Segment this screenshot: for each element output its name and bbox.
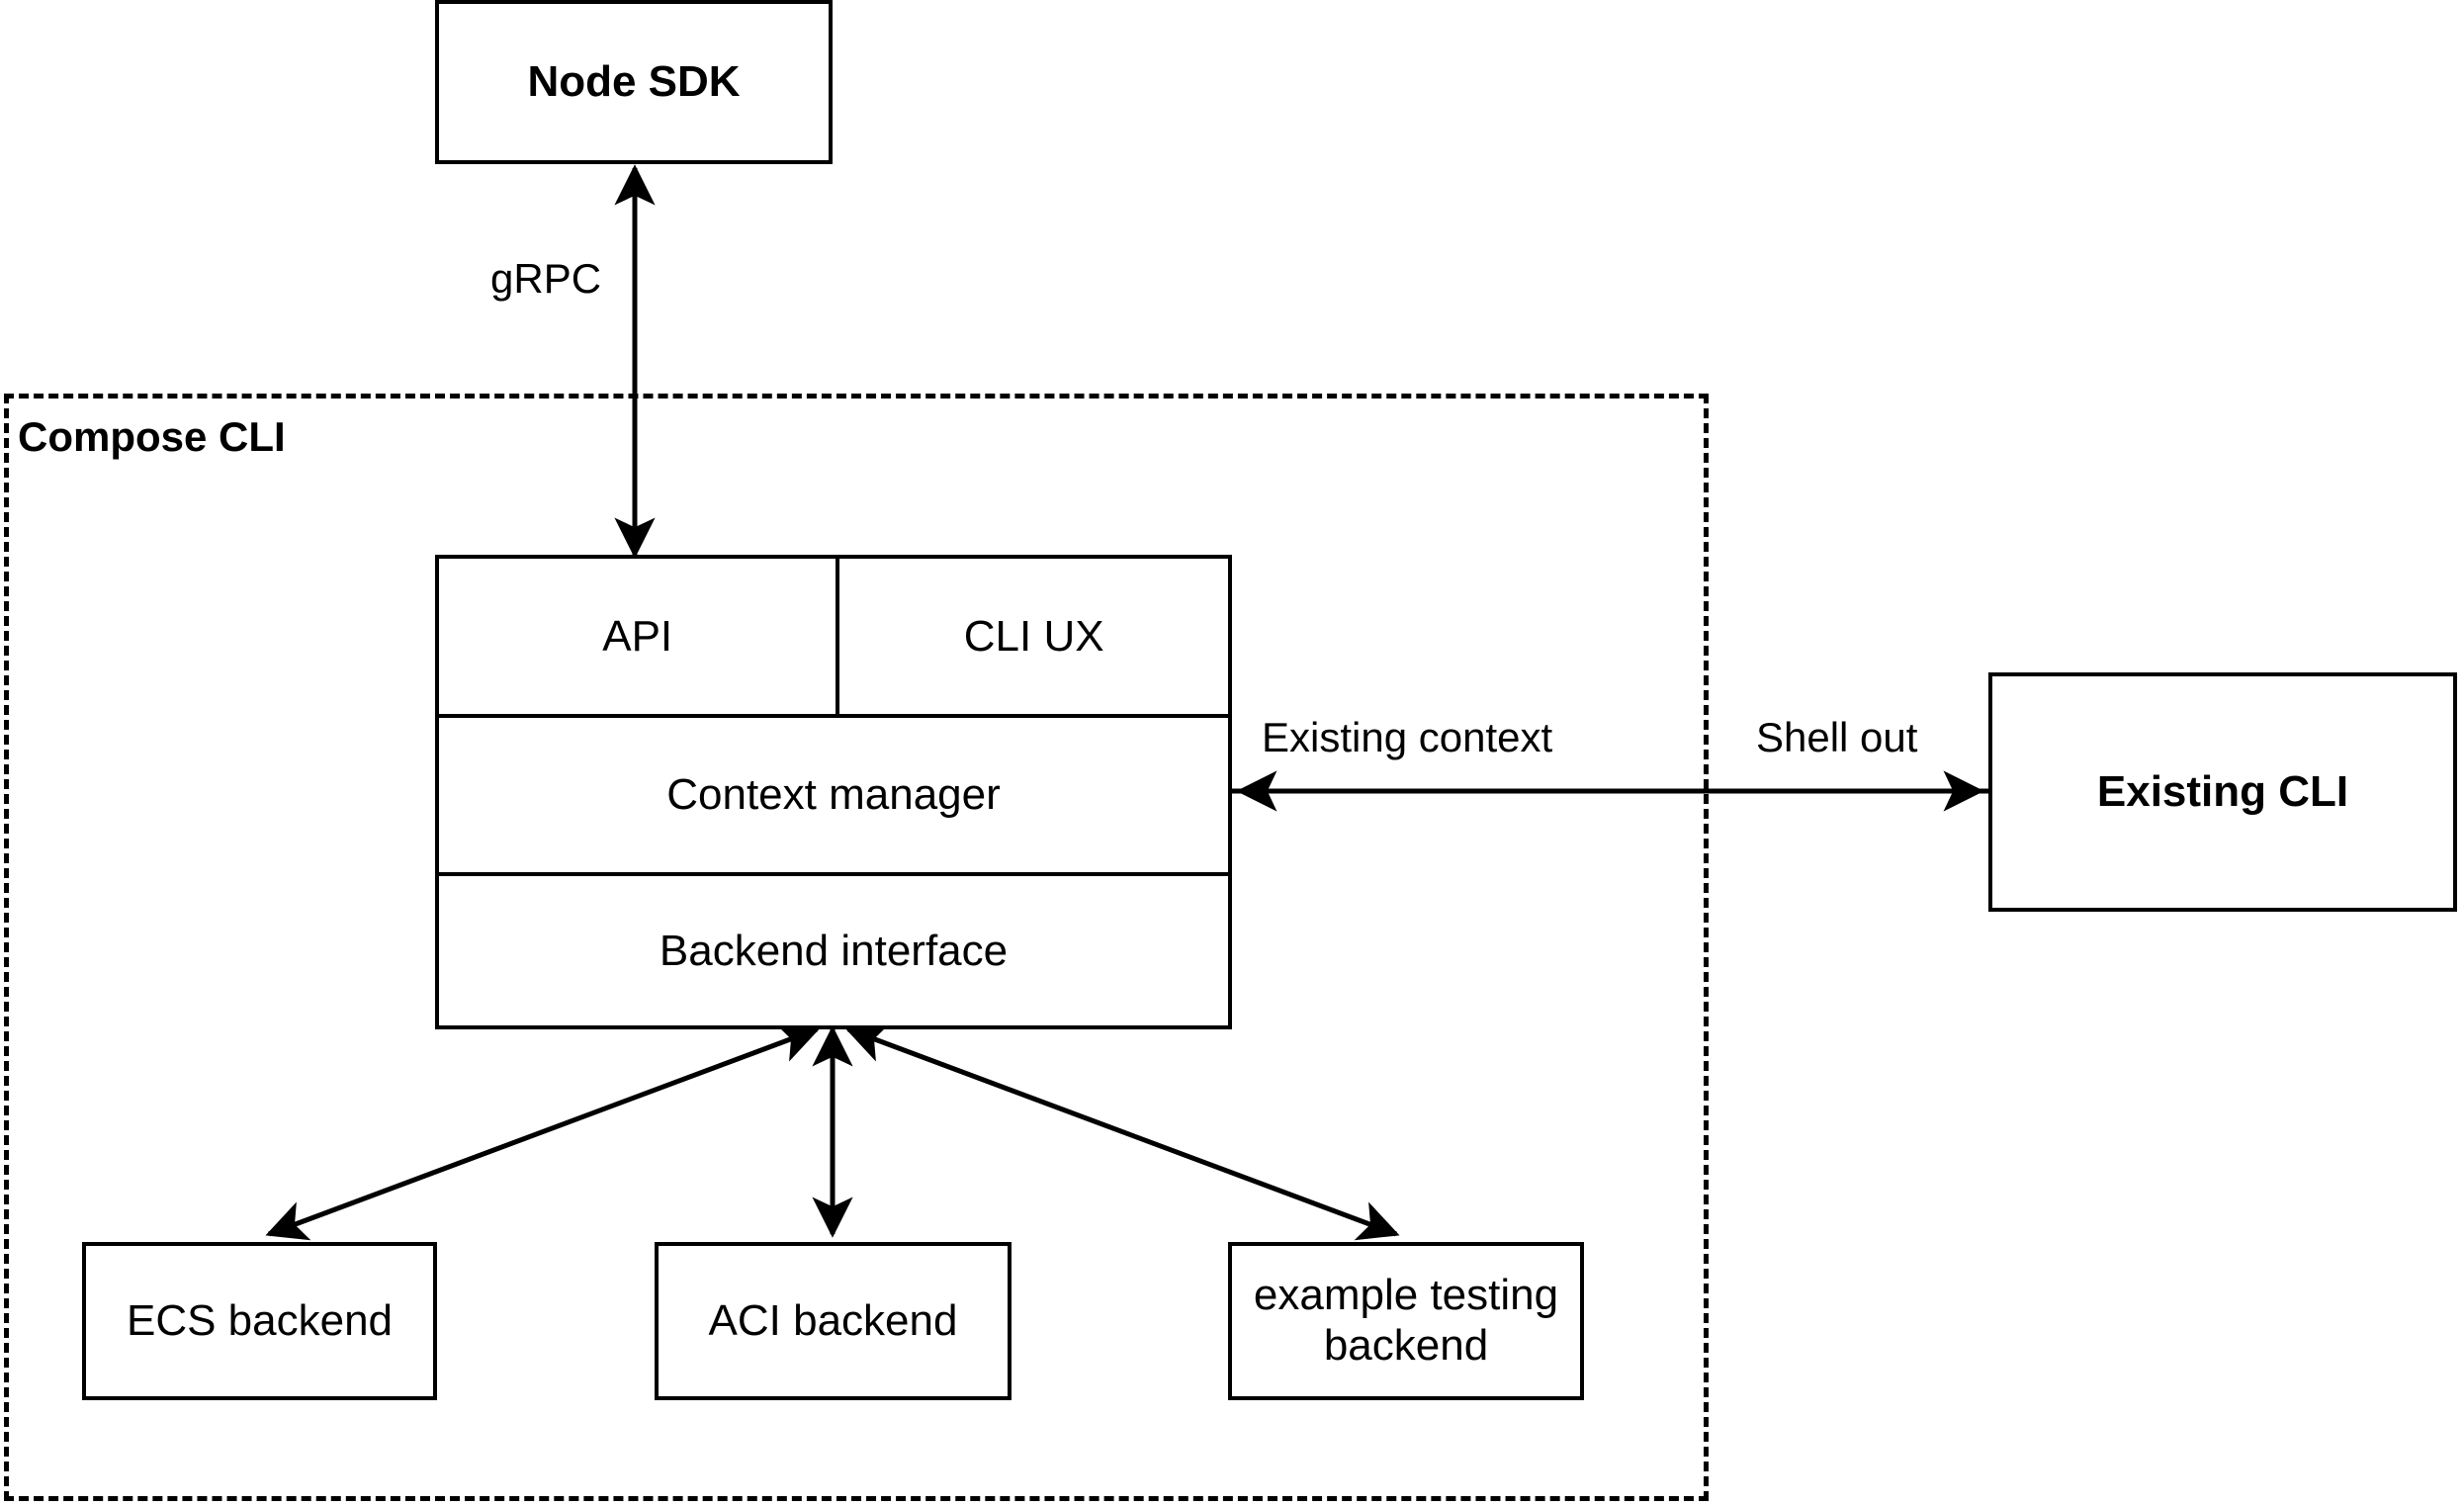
- existing-cli-label: Existing CLI: [2096, 766, 2349, 816]
- edge-label-grpc: gRPC: [486, 255, 606, 303]
- ecs-backend-label: ECS backend: [126, 1295, 394, 1345]
- stack-row-backend-interface: Backend interface: [439, 872, 1228, 1025]
- example-testing-backend-box[interactable]: example testing backend: [1228, 1242, 1584, 1400]
- stack-cell-cli-ux[interactable]: CLI UX: [836, 559, 1228, 714]
- node-sdk-box[interactable]: Node SDK: [435, 0, 833, 164]
- ecs-backend-box[interactable]: ECS backend: [82, 1242, 437, 1400]
- node-sdk-label: Node SDK: [527, 56, 741, 106]
- existing-cli-box[interactable]: Existing CLI: [1988, 672, 2457, 912]
- example-testing-backend-label: example testing backend: [1253, 1271, 1559, 1370]
- aci-backend-box[interactable]: ACI backend: [655, 1242, 1012, 1400]
- edge-label-shell-out: Shell out: [1752, 714, 1922, 761]
- stack-cell-backend-interface[interactable]: Backend interface: [659, 926, 1009, 975]
- edge-label-existing-context: Existing context: [1258, 714, 1557, 761]
- stack-cell-context-manager[interactable]: Context manager: [666, 770, 1001, 819]
- compose-cli-group-label: Compose CLI: [18, 413, 286, 460]
- aci-backend-label: ACI backend: [708, 1295, 958, 1345]
- compose-cli-group-boundary: [4, 394, 1709, 1501]
- compose-cli-stack: API CLI UX Context manager Backend inter…: [435, 555, 1232, 1029]
- stack-cell-api[interactable]: API: [602, 611, 673, 661]
- stack-row-api-cliux: API CLI UX: [439, 559, 1228, 714]
- stack-row-context-manager: Context manager: [439, 714, 1228, 872]
